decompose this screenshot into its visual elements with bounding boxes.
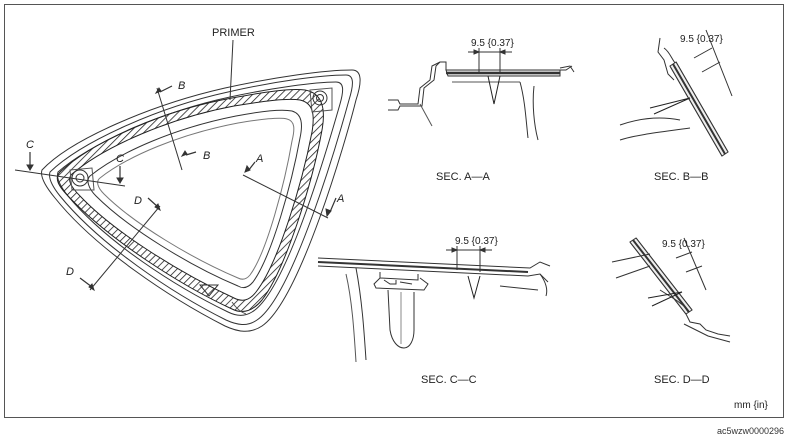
cut-a-upper-label: A — [255, 153, 263, 165]
primer-band — [56, 89, 324, 313]
cut-d-lower-label: D — [66, 266, 74, 278]
primer-leader — [229, 39, 234, 101]
dim-dd-label: 9.5 {0.37} — [662, 239, 705, 250]
figure-code: ac5wzw0000296 — [716, 426, 784, 436]
section-cc-drawing — [317, 246, 551, 363]
cut-line-a — [242, 161, 337, 219]
locator-top-right — [309, 87, 333, 113]
sec-aa-title: SEC. A—A — [436, 171, 490, 183]
sec-bb-title: SEC. B—B — [654, 171, 708, 183]
sec-dd-title: SEC. D—D — [654, 374, 710, 386]
inner-trim-contour-2 — [97, 117, 295, 280]
body-outer-contour-2 — [49, 74, 353, 325]
inner-trim-contour — [87, 109, 302, 289]
dim-cc-label: 9.5 {0.37} — [455, 236, 498, 247]
dim-bb-label: 9.5 {0.37} — [680, 34, 723, 45]
body-outer-contour — [41, 69, 361, 332]
cut-c-right-label: C — [116, 153, 124, 165]
cut-d-upper-label: D — [134, 195, 142, 207]
primer-label: PRIMER — [212, 27, 255, 39]
cut-line-c — [14, 152, 126, 187]
cut-b-upper-label: B — [178, 80, 185, 92]
cut-line-b — [154, 85, 197, 171]
section-dd-drawing — [611, 237, 731, 343]
locator-bottom — [198, 284, 220, 297]
cut-line-d — [79, 197, 161, 292]
cut-b-lower-label: B — [203, 150, 210, 162]
section-aa-drawing — [388, 48, 575, 141]
section-bb-drawing — [619, 29, 733, 157]
quarter-window-view — [14, 39, 361, 332]
cut-a-lower-label: A — [336, 193, 344, 205]
dim-aa-label: 9.5 {0.37} — [471, 38, 514, 49]
sec-cc-title: SEC. C—C — [421, 374, 477, 386]
units-label: mm {in} — [734, 400, 769, 411]
cut-c-left-label: C — [26, 139, 34, 151]
diagram-frame — [4, 4, 784, 418]
